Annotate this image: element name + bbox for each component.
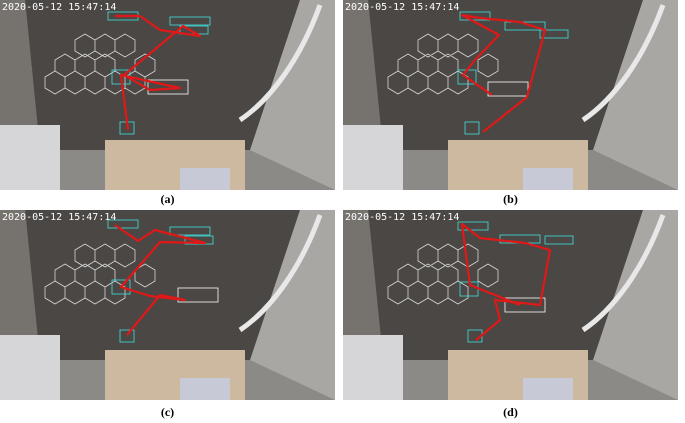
panel-a: 2020-05-12 15:47:14 <box>0 0 335 190</box>
caption-b: (b) <box>503 192 518 206</box>
caption-a: (a) <box>160 192 175 206</box>
panel-d: 2020-05-12 15:47:14 <box>343 210 678 400</box>
tracking-trajectory-a <box>115 14 202 131</box>
tracking-trajectory-c <box>114 224 207 336</box>
caption-d: (d) <box>503 405 518 419</box>
timestamp: 2020-05-12 15:47:14 <box>2 212 116 223</box>
camera-frame-c: 2020-05-12 15:47:14 <box>0 210 335 400</box>
timestamp: 2020-05-12 15:47:14 <box>345 212 459 223</box>
tracking-trajectory-d <box>460 222 552 341</box>
tracking-trajectory-b <box>460 13 547 133</box>
floor <box>25 0 300 150</box>
camera-frame-b: 2020-05-12 15:47:14 <box>343 0 678 190</box>
hexagon-pattern <box>44 33 156 95</box>
panel-c: 2020-05-12 15:47:14 <box>0 210 335 400</box>
timestamp: 2020-05-12 15:47:14 <box>2 2 116 13</box>
timestamp: 2020-05-12 15:47:14 <box>345 2 459 13</box>
panel-b: 2020-05-12 15:47:14 <box>343 0 678 190</box>
camera-frame-a: 2020-05-12 15:47:14 <box>0 0 335 190</box>
camera-frame-d: 2020-05-12 15:47:14 <box>343 210 678 400</box>
bag <box>0 125 60 190</box>
caption-c: (c) <box>160 405 175 419</box>
